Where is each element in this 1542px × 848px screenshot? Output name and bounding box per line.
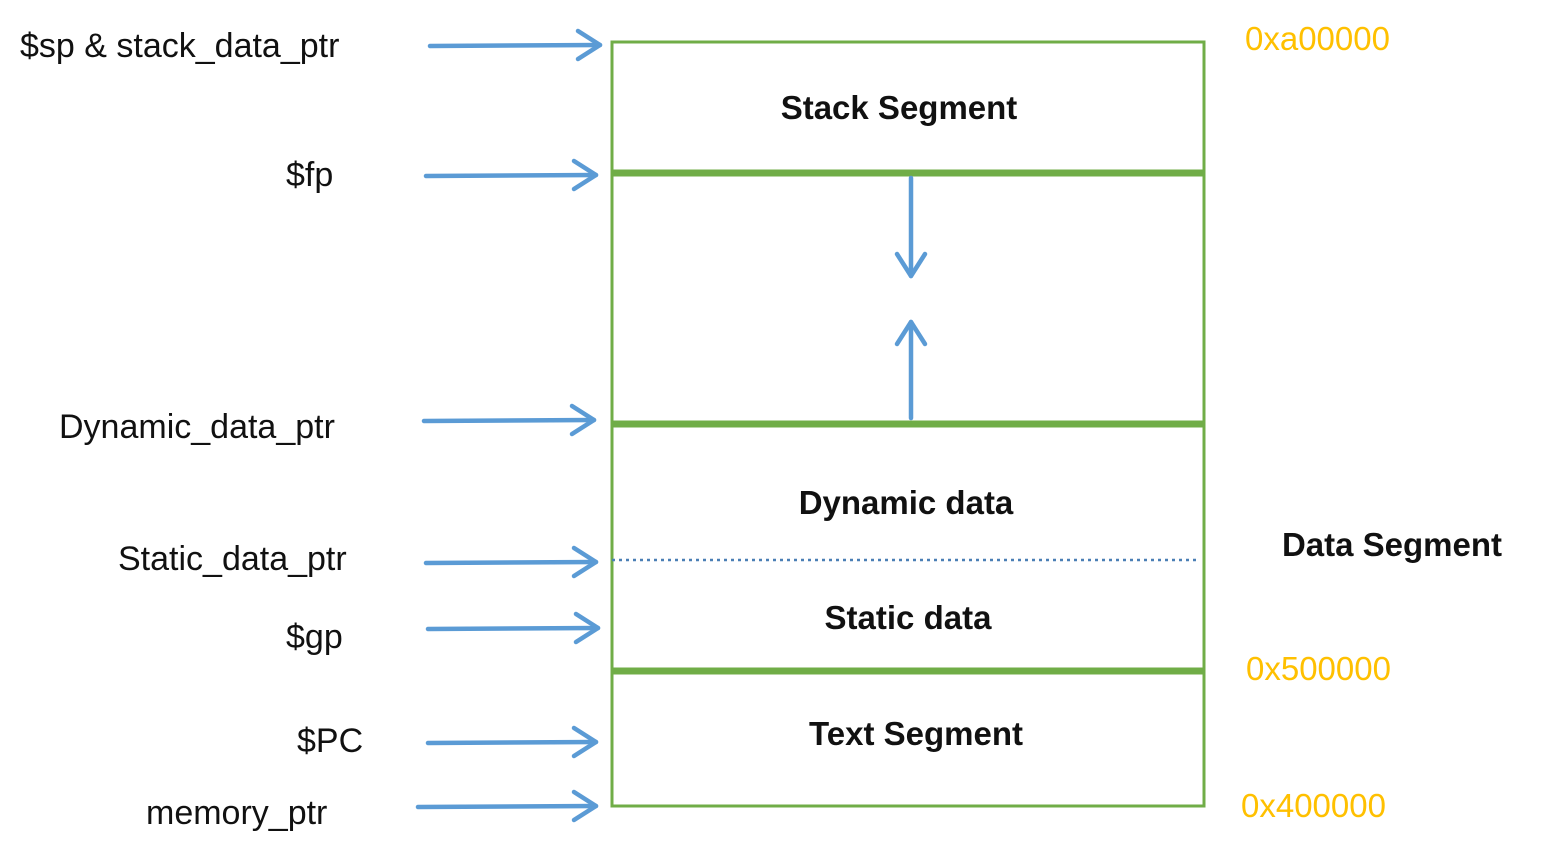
pointer-label-pc: $PC [297,722,363,760]
static-data-label: Static data [825,599,993,636]
pointer-label-memory: memory_ptr [146,794,327,832]
pointer-arrow-fp [423,158,599,192]
pointer-label-gp: $gp [286,618,343,656]
address-top: 0xa00000 [1245,20,1390,57]
pointer-arrow-sp [427,28,603,62]
pointer-arrow-pc [425,725,599,759]
pointer-arrow-memory [415,789,599,823]
address-middle: 0x500000 [1246,650,1391,687]
heap-growth-up-arrow [894,319,928,421]
pointer-arrow-static [423,545,599,579]
address-bottom: 0x400000 [1241,787,1386,824]
pointer-label-fp: $fp [286,156,333,194]
text-segment-label: Text Segment [809,715,1023,752]
dynamic-data-label: Dynamic data [799,484,1014,521]
data-segment-label: Data Segment [1282,526,1502,563]
pointer-arrow-gp [425,611,601,645]
pointer-label-sp: $sp & stack_data_ptr [20,27,339,65]
stack-growth-down-arrow [894,175,928,279]
pointer-label-static: Static_data_ptr [118,540,347,578]
stack-segment-label: Stack Segment [781,89,1018,126]
pointer-label-dynamic: Dynamic_data_ptr [59,408,335,446]
pointer-arrow-dynamic [421,403,597,437]
